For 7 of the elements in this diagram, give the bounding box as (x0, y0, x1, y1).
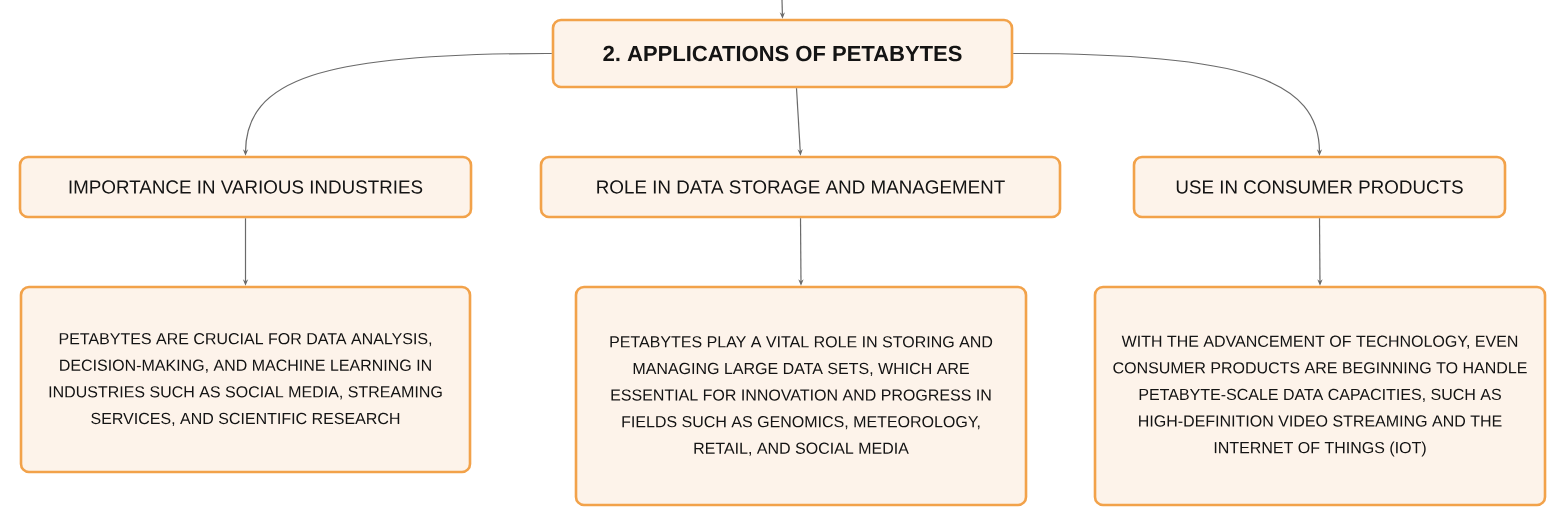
description-box: WITH THE ADVANCEMENT OF TECHNOLOGY, EVEN CONSUMER PRODUCTS ARE BEGINNING TO HANDLE PETABYTE-SCALE DATA CAPACITIES, SUCH AS HIGH-DEFINITION VIDEO STREAMING AND THE INTERNET OF THINGS (IOT) (1093, 285, 1547, 507)
topic-box: 2. APPLICATIONS OF PETABYTES (551, 18, 1014, 89)
subtopic-box: IMPORTANCE IN VARIOUS INDUSTRIES (18, 155, 473, 219)
description-box: PETABYTES PLAY A VITAL ROLE IN STORING AND MANAGING LARGE DATA SETS, WHICH ARE ESSENTIAL FOR INNOVATION AND PROGRESS IN FIELDS SUCH AS GENOMICS, METEOROLOGY, RETAIL, AND SOCIAL MEDIA (574, 285, 1028, 507)
subtopic-box: ROLE IN DATA STORAGE AND MANAGEMENT (539, 155, 1062, 219)
subtopic-box: USE IN CONSUMER PRODUCTS (1132, 155, 1507, 219)
description-box: PETABYTES ARE CRUCIAL FOR DATA ANALYSIS, DECISION-MAKING, AND MACHINE LEARNING IN INDUSTRIES SUCH AS SOCIAL MEDIA, STREAMING SERVICES, AND SCIENTIFIC RESEARCH (19, 285, 472, 474)
